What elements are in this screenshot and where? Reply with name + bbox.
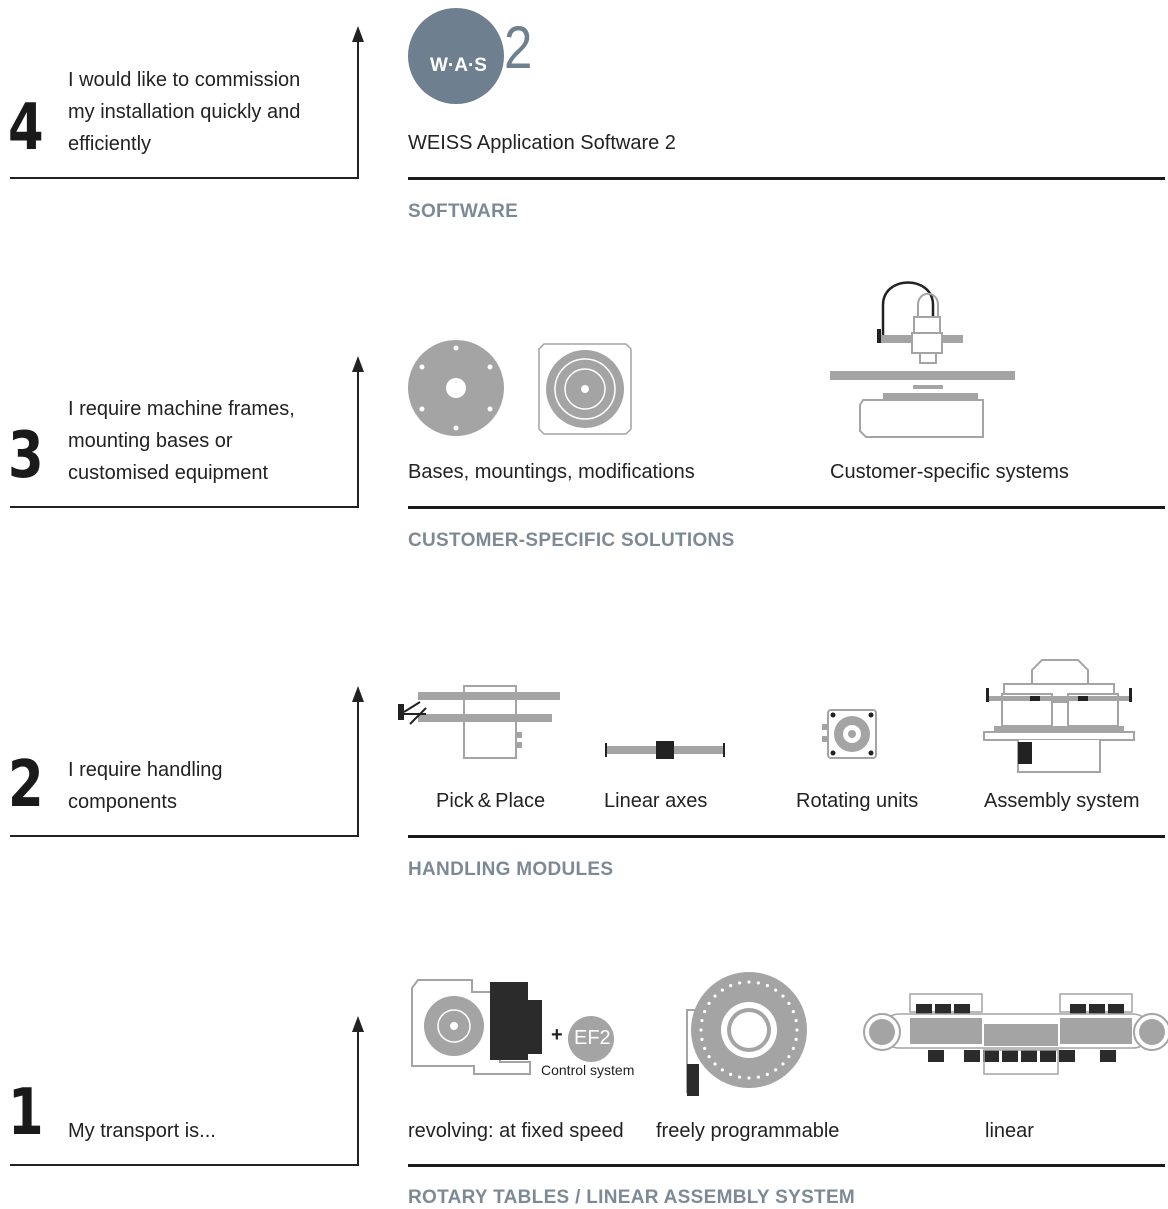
- software-caption: WEISS Application Software 2: [408, 132, 676, 154]
- arrow-up-icon: [352, 356, 364, 372]
- arrow-up-icon: [352, 686, 364, 702]
- table-hole: [781, 1062, 785, 1066]
- divider-left-3: [10, 506, 358, 508]
- table-hole: [795, 1028, 799, 1032]
- table-hole: [774, 988, 778, 992]
- table-hole: [738, 981, 742, 985]
- item-linear-axes: Linear axes: [604, 790, 708, 812]
- category-rotary-tables: ROTARY TABLES / LINEAR ASSEMBLY SYSTEM: [408, 1187, 856, 1208]
- table-hole: [703, 1010, 707, 1014]
- table-hole: [707, 1001, 711, 1005]
- arrow-up-icon: [352, 26, 364, 42]
- item-linear: linear: [985, 1120, 1034, 1142]
- table-hole: [713, 994, 717, 998]
- step-number-4: 4: [8, 91, 44, 165]
- category-handling-modules: HANDLING MODULES: [408, 859, 614, 880]
- assembly-system-icon: [983, 659, 1135, 773]
- requirement-3: I require machine frames, mounting bases…: [68, 398, 295, 484]
- requirement-4: I would like to commission my installati…: [68, 69, 301, 155]
- table-hole: [765, 984, 769, 988]
- control-system-label: Control system: [541, 1062, 635, 1078]
- requirement-2: I require handling components: [68, 759, 223, 813]
- table-hole: [700, 1037, 704, 1041]
- table-hole: [707, 1055, 711, 1059]
- table-hole: [781, 994, 785, 998]
- arrow-up-icon: [352, 1016, 364, 1032]
- step-number-2: 2: [8, 748, 44, 822]
- table-hole: [774, 1068, 778, 1072]
- connector-line-1: [357, 1030, 359, 1166]
- linear-transfer-icon: [863, 993, 1168, 1075]
- customer-system-icon: [830, 281, 1015, 438]
- item-assembly-system: Assembly system: [984, 790, 1140, 812]
- requirement-1: My transport is...: [68, 1120, 216, 1142]
- programmable-table-icon: [686, 972, 807, 1096]
- table-hole: [747, 1076, 751, 1080]
- item-bases: Bases, mountings, modifications: [408, 461, 695, 483]
- step-number-3: 3: [8, 419, 44, 493]
- table-hole: [787, 1001, 791, 1005]
- pick-place-icon: [398, 685, 560, 759]
- item-pick-place: Pick & Place: [436, 790, 546, 812]
- item-rotating-units: Rotating units: [796, 790, 919, 812]
- table-hole: [794, 1037, 798, 1041]
- divider-right-1: [408, 1164, 1165, 1167]
- divider-left-1: [10, 1164, 358, 1166]
- logo-text: W·A·S: [430, 55, 487, 76]
- table-hole: [794, 1019, 798, 1023]
- table-hole: [791, 1010, 795, 1014]
- table-hole: [787, 1055, 791, 1059]
- table-hole: [700, 1019, 704, 1023]
- base-plate-icon: [408, 340, 504, 436]
- ef2-badge: EF2: [568, 1016, 614, 1062]
- ef2-badge-text: EF2: [574, 1027, 611, 1049]
- table-hole: [747, 980, 751, 984]
- table-hole: [756, 1075, 760, 1079]
- table-hole: [729, 1072, 733, 1076]
- category-customer-solutions: CUSTOMER-SPECIFIC SOLUTIONS: [408, 530, 735, 551]
- table-hole: [756, 981, 760, 985]
- item-programmable: freely programmable: [656, 1120, 840, 1142]
- table-hole: [765, 1072, 769, 1076]
- logo-circle: [408, 8, 504, 104]
- table-hole: [729, 984, 733, 988]
- divider-left-2: [10, 835, 358, 837]
- divider-right-4: [408, 177, 1165, 180]
- mounting-icon: [538, 343, 632, 435]
- table-hole: [699, 1028, 703, 1032]
- fixed-speed-table-icon: [411, 979, 542, 1075]
- control-plus: +: [551, 1024, 563, 1046]
- divider-right-2: [408, 835, 1165, 838]
- divider-right-3: [408, 506, 1165, 509]
- table-hole: [703, 1046, 707, 1050]
- was2-logo: W·A·S 2: [408, 8, 538, 104]
- category-software: SOFTWARE: [408, 201, 519, 222]
- table-hole: [720, 1068, 724, 1072]
- logo-digit: 2: [504, 14, 533, 81]
- item-customer-systems: Customer-specific systems: [830, 461, 1069, 483]
- table-hole: [738, 1075, 742, 1079]
- table-hole: [713, 1062, 717, 1066]
- table-hole: [791, 1046, 795, 1050]
- step-number-1: 1: [8, 1076, 44, 1150]
- linear-axis-icon: [605, 741, 725, 759]
- divider-left-4: [10, 177, 358, 179]
- item-revolving: revolving: at fixed speed: [408, 1120, 624, 1142]
- connector-line-4: [357, 40, 359, 179]
- table-hole: [720, 988, 724, 992]
- rotating-unit-icon: [822, 709, 877, 759]
- connector-line-2: [357, 700, 359, 837]
- connector-line-3: [357, 370, 359, 508]
